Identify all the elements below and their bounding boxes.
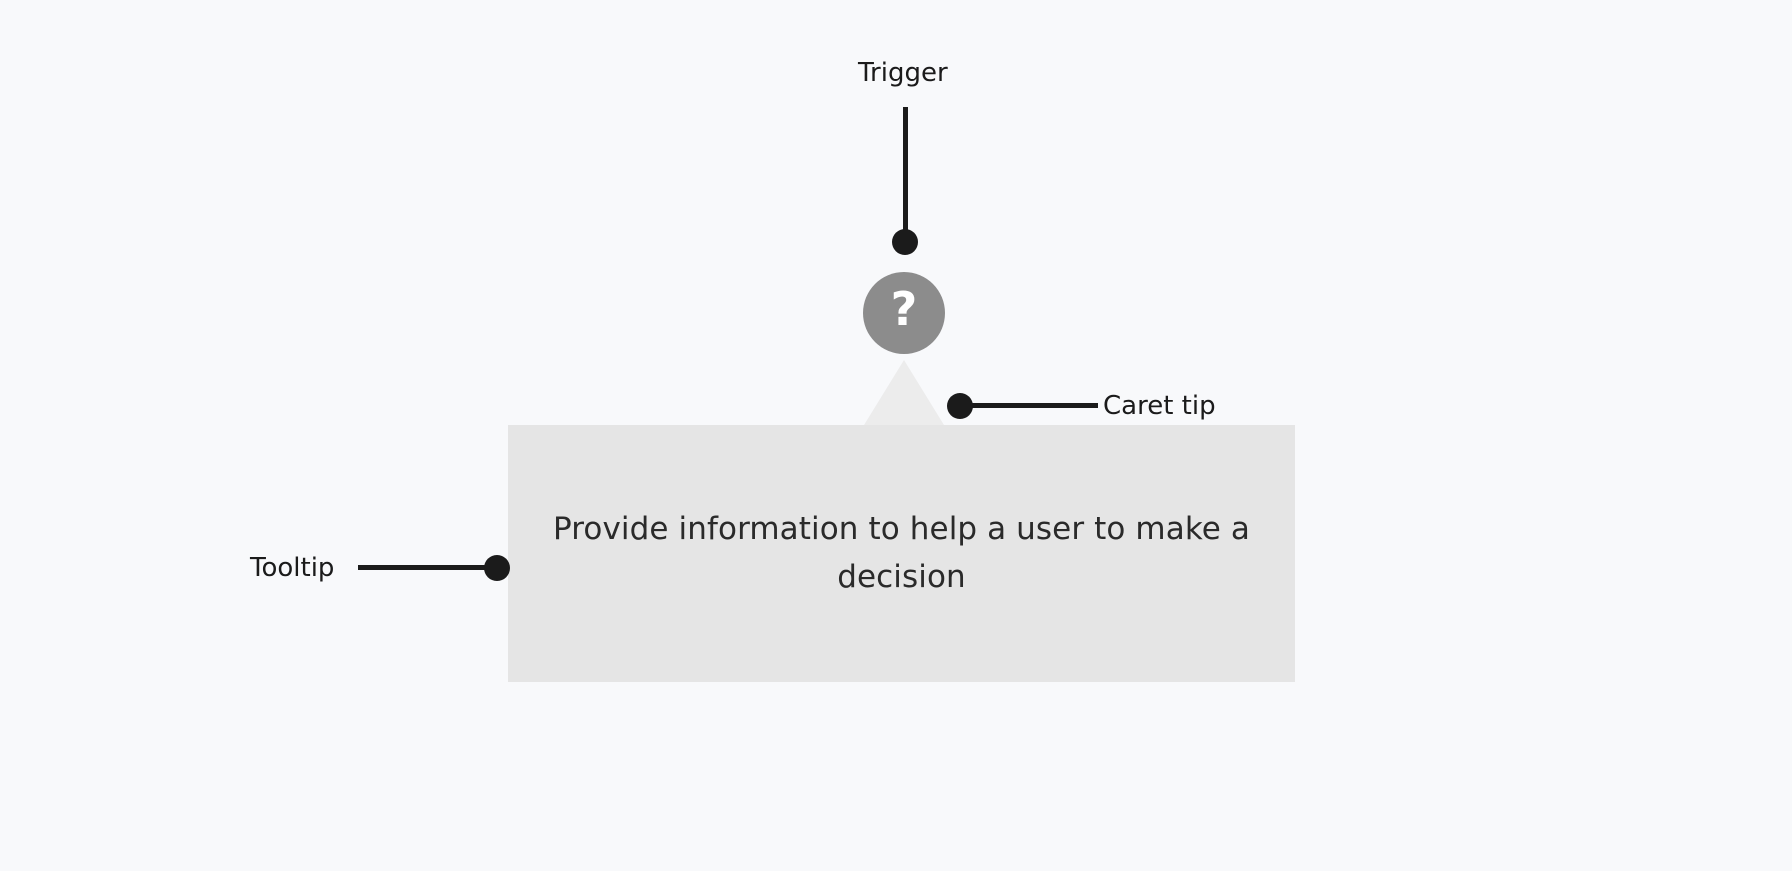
tooltip-caret: [864, 360, 944, 425]
question-mark-circle-icon[interactable]: ?: [863, 272, 945, 354]
callout-dot-trigger: [892, 229, 918, 255]
callout-line-trigger: [903, 107, 908, 243]
callout-label-caret-tip: Caret tip: [1103, 391, 1216, 421]
callout-label-tooltip: Tooltip: [250, 553, 335, 583]
callout-label-trigger: Trigger: [858, 58, 948, 88]
svg-text:?: ?: [891, 287, 918, 336]
tooltip-container: Provide information to help a user to ma…: [508, 425, 1295, 682]
tooltip-body-text: Provide information to help a user to ma…: [552, 510, 1250, 595]
callout-line-caret-tip: [968, 403, 1098, 408]
callout-dot-tooltip: [484, 555, 510, 581]
question-mark-glyph: ?: [891, 287, 918, 336]
callout-line-tooltip: [358, 565, 498, 570]
